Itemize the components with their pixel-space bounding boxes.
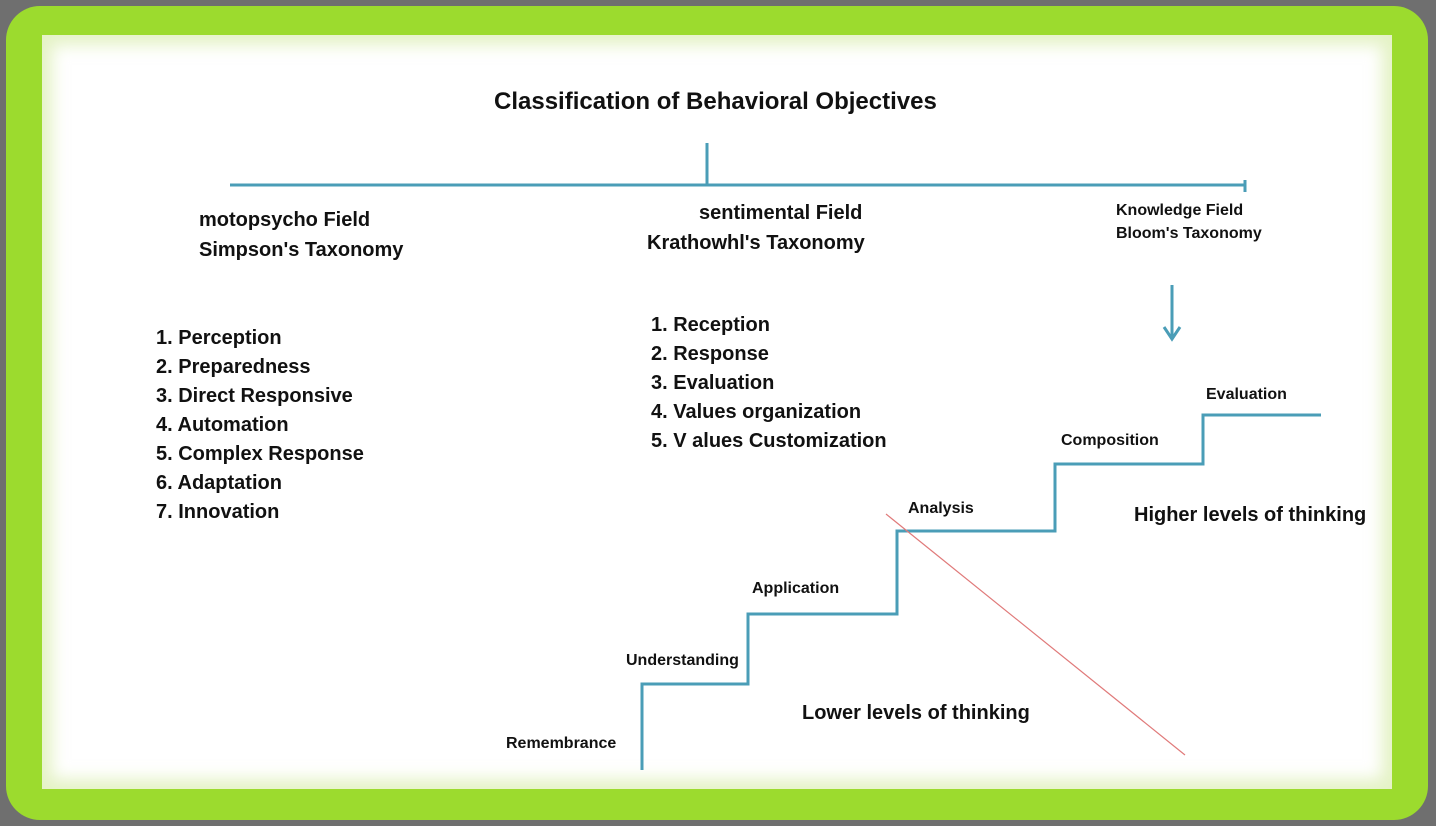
affective-objectives-list: 1. Reception 2. Response 3. Evaluation 4…	[651, 311, 887, 456]
diagram-panel	[42, 35, 1392, 789]
motor-field-taxonomy: Simpson's Taxonomy	[199, 239, 404, 261]
list-item: 7. Innovation	[156, 501, 280, 523]
motor-field-name: motopsycho Field	[199, 209, 371, 231]
motor-objectives-list: 1. Perception 2. Preparedness 3. Direct …	[156, 324, 364, 527]
list-item: 1. Perception	[156, 327, 282, 349]
higher-levels-label: Higher levels of thinking	[1134, 504, 1367, 526]
step-label-application: Application	[752, 580, 840, 597]
list-item: 6. Adaptation	[156, 472, 282, 494]
affective-field-name: sentimental Field	[699, 202, 863, 224]
step-label-composition: Composition	[1061, 432, 1159, 449]
cognitive-field-name: Knowledge Field	[1116, 202, 1244, 219]
thinking-divider-line	[885, 513, 1186, 756]
staircase-line	[640, 413, 1321, 770]
step-label-analysis: Analysis	[908, 500, 974, 517]
down-arrow-head	[1162, 326, 1182, 342]
step-label-evaluation: Evaluation	[1206, 386, 1287, 403]
list-item: 5. Complex Response	[156, 443, 364, 465]
list-item: 3. Direct Responsive	[156, 385, 353, 407]
list-item: 5. V alues Customization	[651, 430, 887, 452]
list-item: 4. Automation	[156, 414, 289, 436]
step-label-remembrance: Remembrance	[506, 735, 617, 752]
list-item: 4. Values organization	[651, 401, 862, 423]
list-item: 2. Response	[651, 343, 769, 365]
lower-levels-label: Lower levels of thinking	[802, 702, 1030, 724]
list-item: 2. Preparedness	[156, 356, 311, 378]
diagram-title: Classification of Behavioral Objectives	[494, 88, 937, 115]
cognitive-field-taxonomy: Bloom's Taxonomy	[1116, 225, 1262, 242]
affective-field-taxonomy: Krathowhl's Taxonomy	[647, 232, 865, 254]
list-item: 3. Evaluation	[651, 372, 775, 394]
list-item: 1. Reception	[651, 314, 770, 336]
step-label-understanding: Understanding	[626, 652, 739, 669]
